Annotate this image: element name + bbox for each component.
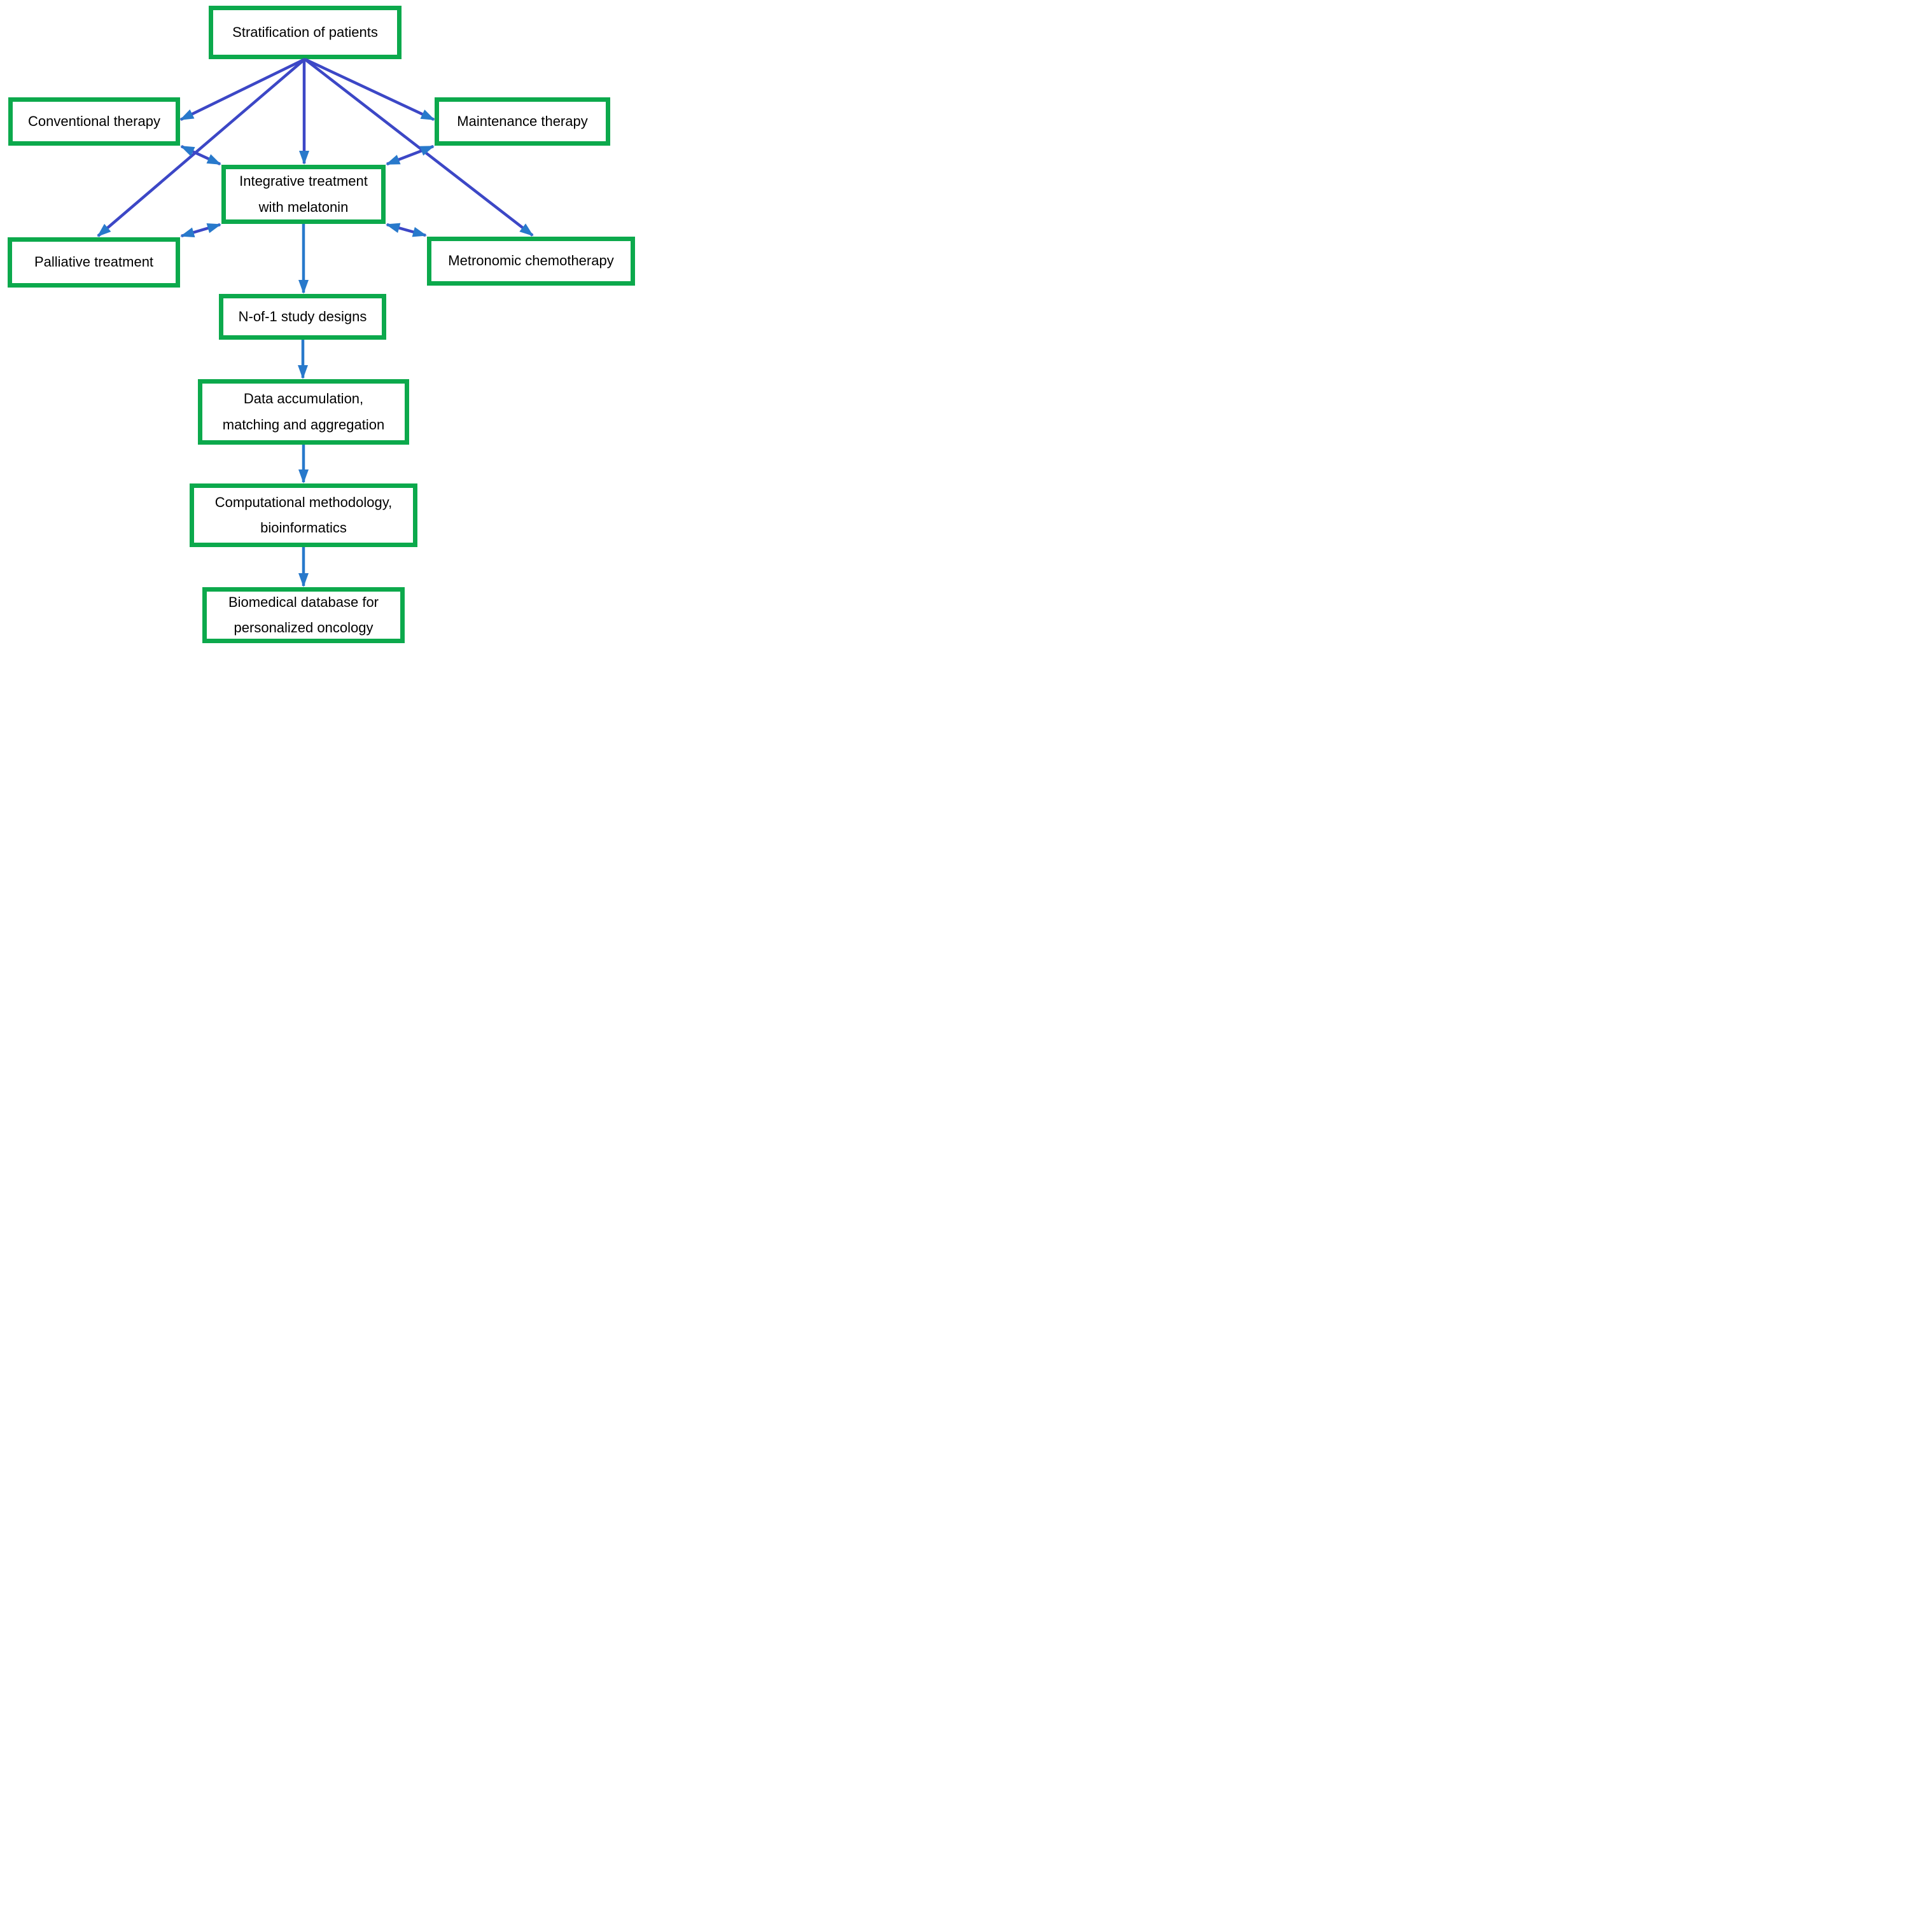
node-biomedical-database-personalized-oncology: Biomedical database for personalized onc… bbox=[202, 587, 405, 643]
node-palliative-treatment: Palliative treatment bbox=[8, 237, 180, 288]
node-stratification-of-patients: Stratification of patients bbox=[209, 6, 402, 59]
node-label: Palliative treatment bbox=[34, 254, 154, 270]
node-maintenance-therapy: Maintenance therapy bbox=[435, 97, 610, 146]
node-integrative-treatment-with-melatonin: Integrative treatment with melatonin bbox=[221, 165, 386, 224]
arrow-stratification-to-maintenance bbox=[304, 57, 435, 122]
node-label: Metronomic chemotherapy bbox=[448, 253, 614, 269]
node-data-accumulation-matching-aggregation: Data accumulation, matching and aggregat… bbox=[198, 379, 409, 445]
node-computational-methodology-bioinformatics: Computational methodology, bioinformatic… bbox=[190, 483, 417, 547]
node-metronomic-chemotherapy: Metronomic chemotherapy bbox=[427, 237, 635, 286]
node-label: Maintenance therapy bbox=[457, 113, 588, 129]
node-n-of-1-study-designs: N-of-1 study designs bbox=[219, 294, 386, 340]
arrow-palliative-integrative-bidirectional bbox=[180, 223, 221, 238]
node-label: Stratification of patients bbox=[232, 24, 378, 40]
node-label: Conventional therapy bbox=[28, 113, 160, 129]
node-label: Data accumulation, matching and aggregat… bbox=[222, 391, 385, 433]
flowchart-diagram: Stratification of patients Conventional … bbox=[0, 0, 643, 644]
arrow-maintenance-integrative-bidirectional bbox=[386, 144, 435, 166]
node-conventional-therapy: Conventional therapy bbox=[8, 97, 180, 146]
node-label: Biomedical database for personalized onc… bbox=[228, 594, 379, 636]
node-label: N-of-1 study designs bbox=[238, 308, 367, 324]
arrow-metronomic-integrative-bidirectional bbox=[386, 223, 427, 237]
node-label: Integrative treatment with melatonin bbox=[239, 173, 368, 215]
arrow-conventional-integrative-bidirectional bbox=[180, 144, 221, 166]
node-label: Computational methodology, bioinformatic… bbox=[214, 494, 393, 536]
arrow-stratification-to-conventional bbox=[179, 57, 305, 122]
